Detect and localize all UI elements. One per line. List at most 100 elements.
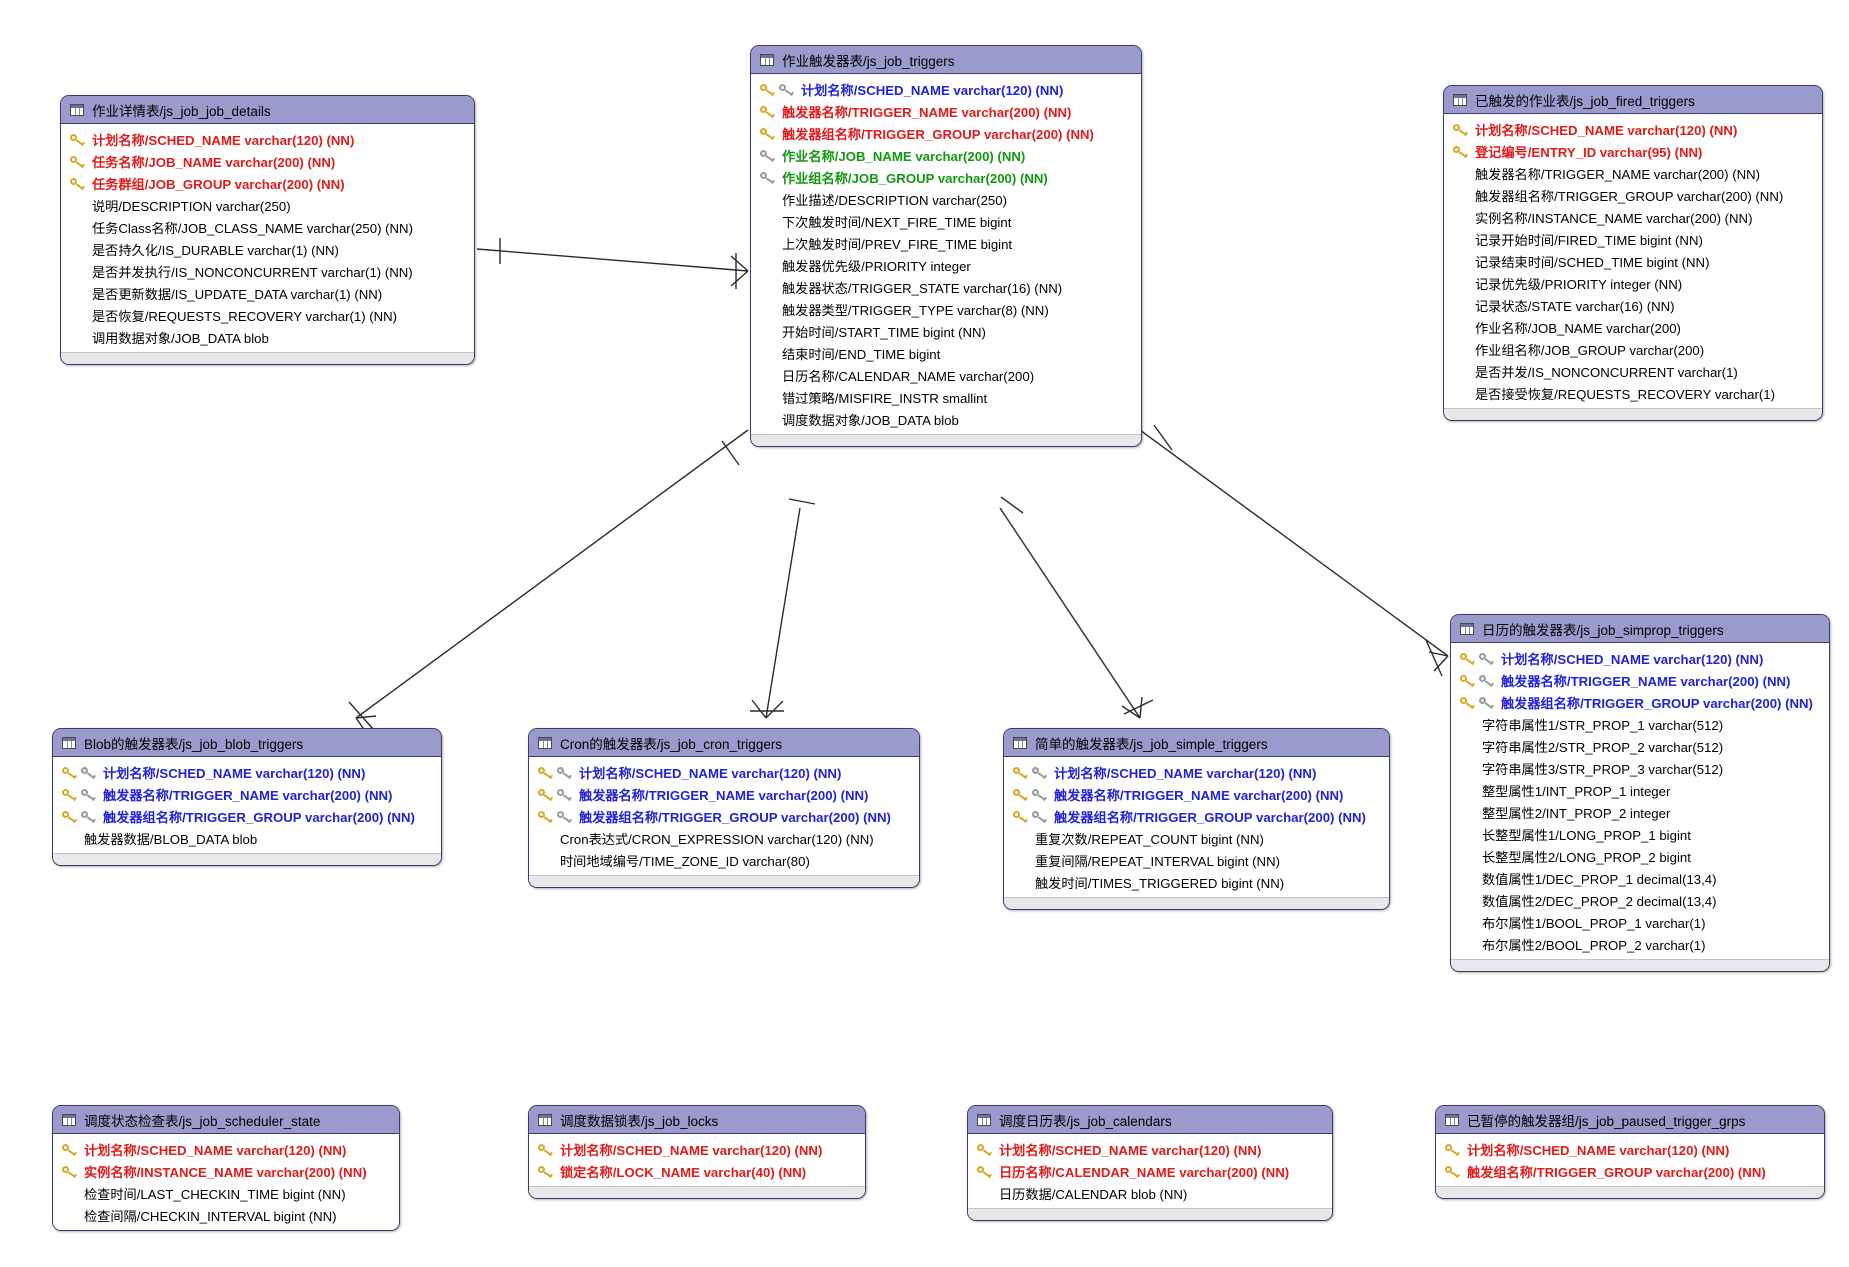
entity-header-scheduler_state[interactable]: 调度状态检查表/js_job_scheduler_state [53, 1106, 399, 1134]
attribute-row[interactable]: 任务名称/JOB_NAME varchar(200) (NN) [61, 150, 474, 172]
attribute-row[interactable]: 日历名称/CALENDAR_NAME varchar(200) [751, 364, 1141, 386]
attribute-row[interactable]: 触发器名称/TRIGGER_NAME varchar(200) (NN) [1004, 783, 1389, 805]
attribute-row[interactable]: 触发器组名称/TRIGGER_GROUP varchar(200) (NN) [1451, 691, 1829, 713]
entity-header-fired_triggers[interactable]: 已触发的作业表/js_job_fired_triggers [1444, 86, 1822, 114]
attribute-row[interactable]: 错过策略/MISFIRE_INSTR smallint [751, 386, 1141, 408]
attribute-row[interactable]: 说明/DESCRIPTION varchar(250) [61, 194, 474, 216]
attribute-row[interactable]: 检查间隔/CHECKIN_INTERVAL bigint (NN) [53, 1204, 399, 1226]
attribute-row[interactable]: 记录状态/STATE varchar(16) (NN) [1444, 294, 1822, 316]
attribute-row[interactable]: 记录优先级/PRIORITY integer (NN) [1444, 272, 1822, 294]
attribute-row[interactable]: 计划名称/SCHED_NAME varchar(120) (NN) [1451, 647, 1829, 669]
entity-fired_triggers[interactable]: 已触发的作业表/js_job_fired_triggers 计划名称/SCHED_… [1443, 85, 1823, 421]
attribute-row[interactable]: 登记编号/ENTRY_ID varchar(95) (NN) [1444, 140, 1822, 162]
attribute-row[interactable]: 触发器名称/TRIGGER_NAME varchar(200) (NN) [1444, 162, 1822, 184]
attribute-row[interactable]: 布尔属性1/BOOL_PROP_1 varchar(1) [1451, 911, 1829, 933]
attribute-row[interactable]: 触发器组名称/TRIGGER_GROUP varchar(200) (NN) [53, 805, 441, 827]
entity-locks[interactable]: 调度数据锁表/js_job_locks 计划名称/SCHED_NAME varch… [528, 1105, 866, 1199]
attribute-row[interactable]: 日历数据/CALENDAR blob (NN) [968, 1182, 1332, 1204]
attribute-row[interactable]: 检查时间/LAST_CHECKIN_TIME bigint (NN) [53, 1182, 399, 1204]
attribute-row[interactable]: 触发器类型/TRIGGER_TYPE varchar(8) (NN) [751, 298, 1141, 320]
entity-header-blob_triggers[interactable]: Blob的触发器表/js_job_blob_triggers [53, 729, 441, 757]
attribute-row[interactable]: 计划名称/SCHED_NAME varchar(120) (NN) [1436, 1138, 1824, 1160]
attribute-row[interactable]: 记录结束时间/SCHED_TIME bigint (NN) [1444, 250, 1822, 272]
attribute-row[interactable]: 布尔属性2/BOOL_PROP_2 varchar(1) [1451, 933, 1829, 955]
entity-blob_triggers[interactable]: Blob的触发器表/js_job_blob_triggers 计划名称/SCHED… [52, 728, 442, 866]
attribute-row[interactable]: 任务群组/JOB_GROUP varchar(200) (NN) [61, 172, 474, 194]
attribute-row[interactable]: 触发组名称/TRIGGER_GROUP varchar(200) (NN) [1436, 1160, 1824, 1182]
attribute-row[interactable]: 触发器优先级/PRIORITY integer [751, 254, 1141, 276]
attribute-row[interactable]: 字符串属性2/STR_PROP_2 varchar(512) [1451, 735, 1829, 757]
attribute-row[interactable]: 字符串属性1/STR_PROP_1 varchar(512) [1451, 713, 1829, 735]
entity-header-paused_trigger_grps[interactable]: 已暂停的触发器组/js_job_paused_trigger_grps [1436, 1106, 1824, 1134]
attribute-row[interactable]: 是否并发执行/IS_NONCONCURRENT varchar(1) (NN) [61, 260, 474, 282]
attribute-row[interactable]: 触发器状态/TRIGGER_STATE varchar(16) (NN) [751, 276, 1141, 298]
attribute-row[interactable]: 上次触发时间/PREV_FIRE_TIME bigint [751, 232, 1141, 254]
attribute-row[interactable]: 整型属性1/INT_PROP_1 integer [1451, 779, 1829, 801]
attribute-row[interactable]: 日历名称/CALENDAR_NAME varchar(200) (NN) [968, 1160, 1332, 1182]
attribute-row[interactable]: 计划名称/SCHED_NAME varchar(120) (NN) [61, 128, 474, 150]
entity-header-calendars[interactable]: 调度日历表/js_job_calendars [968, 1106, 1332, 1134]
attribute-row[interactable]: 调度数据对象/JOB_DATA blob [751, 408, 1141, 430]
entity-header-triggers[interactable]: 作业触发器表/js_job_triggers [751, 46, 1141, 74]
attribute-row[interactable]: 计划名称/SCHED_NAME varchar(120) (NN) [529, 761, 919, 783]
attribute-row[interactable]: 开始时间/START_TIME bigint (NN) [751, 320, 1141, 342]
attribute-row[interactable]: 触发器名称/TRIGGER_NAME varchar(200) (NN) [53, 783, 441, 805]
attribute-row[interactable]: 结束时间/END_TIME bigint [751, 342, 1141, 364]
attribute-row[interactable]: 作业描述/DESCRIPTION varchar(250) [751, 188, 1141, 210]
attribute-row[interactable]: 触发器组名称/TRIGGER_GROUP varchar(200) (NN) [1004, 805, 1389, 827]
entity-job_details[interactable]: 作业详情表/js_job_job_details 计划名称/SCHED_NAME … [60, 95, 475, 365]
attribute-row[interactable]: 长整型属性2/LONG_PROP_2 bigint [1451, 845, 1829, 867]
entity-paused_trigger_grps[interactable]: 已暂停的触发器组/js_job_paused_trigger_grps 计划名称/… [1435, 1105, 1825, 1199]
attribute-row[interactable]: 计划名称/SCHED_NAME varchar(120) (NN) [968, 1138, 1332, 1160]
attribute-row[interactable]: 数值属性1/DEC_PROP_1 decimal(13,4) [1451, 867, 1829, 889]
attribute-row[interactable]: 计划名称/SCHED_NAME varchar(120) (NN) [53, 761, 441, 783]
attribute-row[interactable]: 锁定名称/LOCK_NAME varchar(40) (NN) [529, 1160, 865, 1182]
attribute-row[interactable]: 作业名称/JOB_NAME varchar(200) [1444, 316, 1822, 338]
attribute-row[interactable]: 实例名称/INSTANCE_NAME varchar(200) (NN) [1444, 206, 1822, 228]
attribute-row[interactable]: 调用数据对象/JOB_DATA blob [61, 326, 474, 348]
entity-scheduler_state[interactable]: 调度状态检查表/js_job_scheduler_state 计划名称/SCHED… [52, 1105, 400, 1231]
attribute-row[interactable]: 触发器名称/TRIGGER_NAME varchar(200) (NN) [529, 783, 919, 805]
attribute-row[interactable]: 计划名称/SCHED_NAME varchar(120) (NN) [751, 78, 1141, 100]
attribute-row[interactable]: 是否恢复/REQUESTS_RECOVERY varchar(1) (NN) [61, 304, 474, 326]
attribute-row[interactable]: 触发器数据/BLOB_DATA blob [53, 827, 441, 849]
attribute-row[interactable]: 计划名称/SCHED_NAME varchar(120) (NN) [53, 1138, 399, 1160]
attribute-row[interactable]: 是否并发/IS_NONCONCURRENT varchar(1) [1444, 360, 1822, 382]
attribute-row[interactable]: 下次触发时间/NEXT_FIRE_TIME bigint [751, 210, 1141, 232]
attribute-row[interactable]: 作业名称/JOB_NAME varchar(200) (NN) [751, 144, 1141, 166]
entity-calendars[interactable]: 调度日历表/js_job_calendars 计划名称/SCHED_NAME va… [967, 1105, 1333, 1221]
attribute-row[interactable]: 触发器名称/TRIGGER_NAME varchar(200) (NN) [751, 100, 1141, 122]
entity-header-locks[interactable]: 调度数据锁表/js_job_locks [529, 1106, 865, 1134]
attribute-row[interactable]: 时间地域编号/TIME_ZONE_ID varchar(80) [529, 849, 919, 871]
entity-header-job_details[interactable]: 作业详情表/js_job_job_details [61, 96, 474, 124]
attribute-row[interactable]: 触发时间/TIMES_TRIGGERED bigint (NN) [1004, 871, 1389, 893]
attribute-row[interactable]: 触发器组名称/TRIGGER_GROUP varchar(200) (NN) [1444, 184, 1822, 206]
entity-cron_triggers[interactable]: Cron的触发器表/js_job_cron_triggers 计划名称/SCHED… [528, 728, 920, 888]
attribute-row[interactable]: 作业组名称/JOB_GROUP varchar(200) (NN) [751, 166, 1141, 188]
attribute-row[interactable]: 作业组名称/JOB_GROUP varchar(200) [1444, 338, 1822, 360]
entity-simprop_triggers[interactable]: 日历的触发器表/js_job_simprop_triggers 计划名称/SCHE… [1450, 614, 1830, 972]
attribute-row[interactable]: 实例名称/INSTANCE_NAME varchar(200) (NN) [53, 1160, 399, 1182]
attribute-row[interactable]: 记录开始时间/FIRED_TIME bigint (NN) [1444, 228, 1822, 250]
attribute-row[interactable]: 是否更新数据/IS_UPDATE_DATA varchar(1) (NN) [61, 282, 474, 304]
attribute-row[interactable]: 触发器名称/TRIGGER_NAME varchar(200) (NN) [1451, 669, 1829, 691]
attribute-row[interactable]: 任务Class名称/JOB_CLASS_NAME varchar(250) (N… [61, 216, 474, 238]
attribute-row[interactable]: 计划名称/SCHED_NAME varchar(120) (NN) [1444, 118, 1822, 140]
attribute-row[interactable]: 触发器组名称/TRIGGER_GROUP varchar(200) (NN) [751, 122, 1141, 144]
attribute-row[interactable]: 计划名称/SCHED_NAME varchar(120) (NN) [529, 1138, 865, 1160]
entity-simple_triggers[interactable]: 简单的触发器表/js_job_simple_triggers 计划名称/SCHED… [1003, 728, 1390, 910]
attribute-row[interactable]: 长整型属性1/LONG_PROP_1 bigint [1451, 823, 1829, 845]
attribute-row[interactable]: 重复次数/REPEAT_COUNT bigint (NN) [1004, 827, 1389, 849]
attribute-row[interactable]: Cron表达式/CRON_EXPRESSION varchar(120) (NN… [529, 827, 919, 849]
entity-header-simprop_triggers[interactable]: 日历的触发器表/js_job_simprop_triggers [1451, 615, 1829, 643]
entity-header-simple_triggers[interactable]: 简单的触发器表/js_job_simple_triggers [1004, 729, 1389, 757]
attribute-row[interactable]: 触发器组名称/TRIGGER_GROUP varchar(200) (NN) [529, 805, 919, 827]
attribute-row[interactable]: 是否接受恢复/REQUESTS_RECOVERY varchar(1) [1444, 382, 1822, 404]
attribute-row[interactable]: 字符串属性3/STR_PROP_3 varchar(512) [1451, 757, 1829, 779]
attribute-row[interactable]: 重复间隔/REPEAT_INTERVAL bigint (NN) [1004, 849, 1389, 871]
attribute-row[interactable]: 计划名称/SCHED_NAME varchar(120) (NN) [1004, 761, 1389, 783]
entity-triggers[interactable]: 作业触发器表/js_job_triggers 计划名称/SCHED_NAME va… [750, 45, 1142, 447]
attribute-row[interactable]: 整型属性2/INT_PROP_2 integer [1451, 801, 1829, 823]
attribute-row[interactable]: 是否持久化/IS_DURABLE varchar(1) (NN) [61, 238, 474, 260]
entity-header-cron_triggers[interactable]: Cron的触发器表/js_job_cron_triggers [529, 729, 919, 757]
